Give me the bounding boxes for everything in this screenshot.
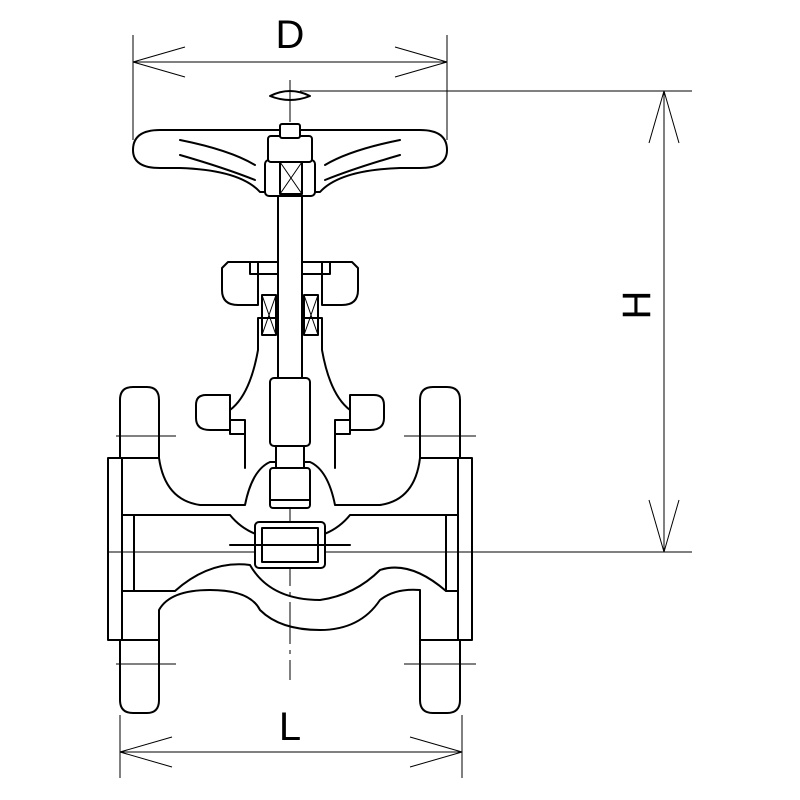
handwheel-rim[interactable] xyxy=(132,129,448,193)
handwheel-spoke-right xyxy=(324,139,401,181)
handwheel-nut xyxy=(267,135,313,163)
arrow-l-left xyxy=(119,736,173,768)
valve-stem xyxy=(269,179,311,509)
arrow-h-bottom xyxy=(648,499,680,553)
valve-body xyxy=(107,386,473,714)
bonnet-flange-right xyxy=(349,394,385,431)
packing-right xyxy=(303,294,319,336)
handwheel-nut-top xyxy=(279,123,301,139)
bonnet-gasket-right xyxy=(334,419,351,435)
label-d: D xyxy=(276,13,305,57)
bonnet-gasket-left xyxy=(229,419,246,435)
arrow-d-left xyxy=(132,46,186,78)
packing-hatch-right xyxy=(303,294,319,336)
dimension-h: H xyxy=(108,90,692,553)
bonnet-bottom xyxy=(244,433,336,469)
packing-left xyxy=(261,294,277,336)
stem-shaft xyxy=(277,179,303,381)
packing-hatch-left xyxy=(261,294,277,336)
label-l: L xyxy=(279,705,301,749)
handwheel[interactable] xyxy=(132,90,448,197)
gland-nut xyxy=(221,261,259,306)
left-raised-face xyxy=(121,514,135,592)
stem-thread xyxy=(269,377,311,447)
left-flange-lower xyxy=(119,639,160,714)
bonnet-flange-left xyxy=(195,394,231,431)
handwheel-cap xyxy=(269,90,311,101)
stem-square-cross xyxy=(279,161,303,195)
dimension-l: L xyxy=(119,705,463,778)
body-outline-lower xyxy=(158,588,421,641)
right-flange-face xyxy=(457,457,473,641)
right-flange-lower xyxy=(419,639,461,714)
valve-disc xyxy=(269,467,311,509)
right-raised-face xyxy=(445,514,459,592)
arrow-h-top xyxy=(648,90,680,144)
label-h: H xyxy=(615,291,659,320)
dimension-d: D xyxy=(132,13,448,140)
arrow-l-right xyxy=(409,736,463,768)
body-flow-channel-lower xyxy=(133,563,447,601)
stem-collar xyxy=(275,445,305,469)
handwheel-spoke-left xyxy=(179,139,256,181)
arrow-d-right xyxy=(394,46,448,78)
left-flange xyxy=(119,386,160,459)
left-flange-face xyxy=(107,457,123,641)
gland-nut-right xyxy=(321,261,359,306)
right-flange xyxy=(419,386,461,459)
